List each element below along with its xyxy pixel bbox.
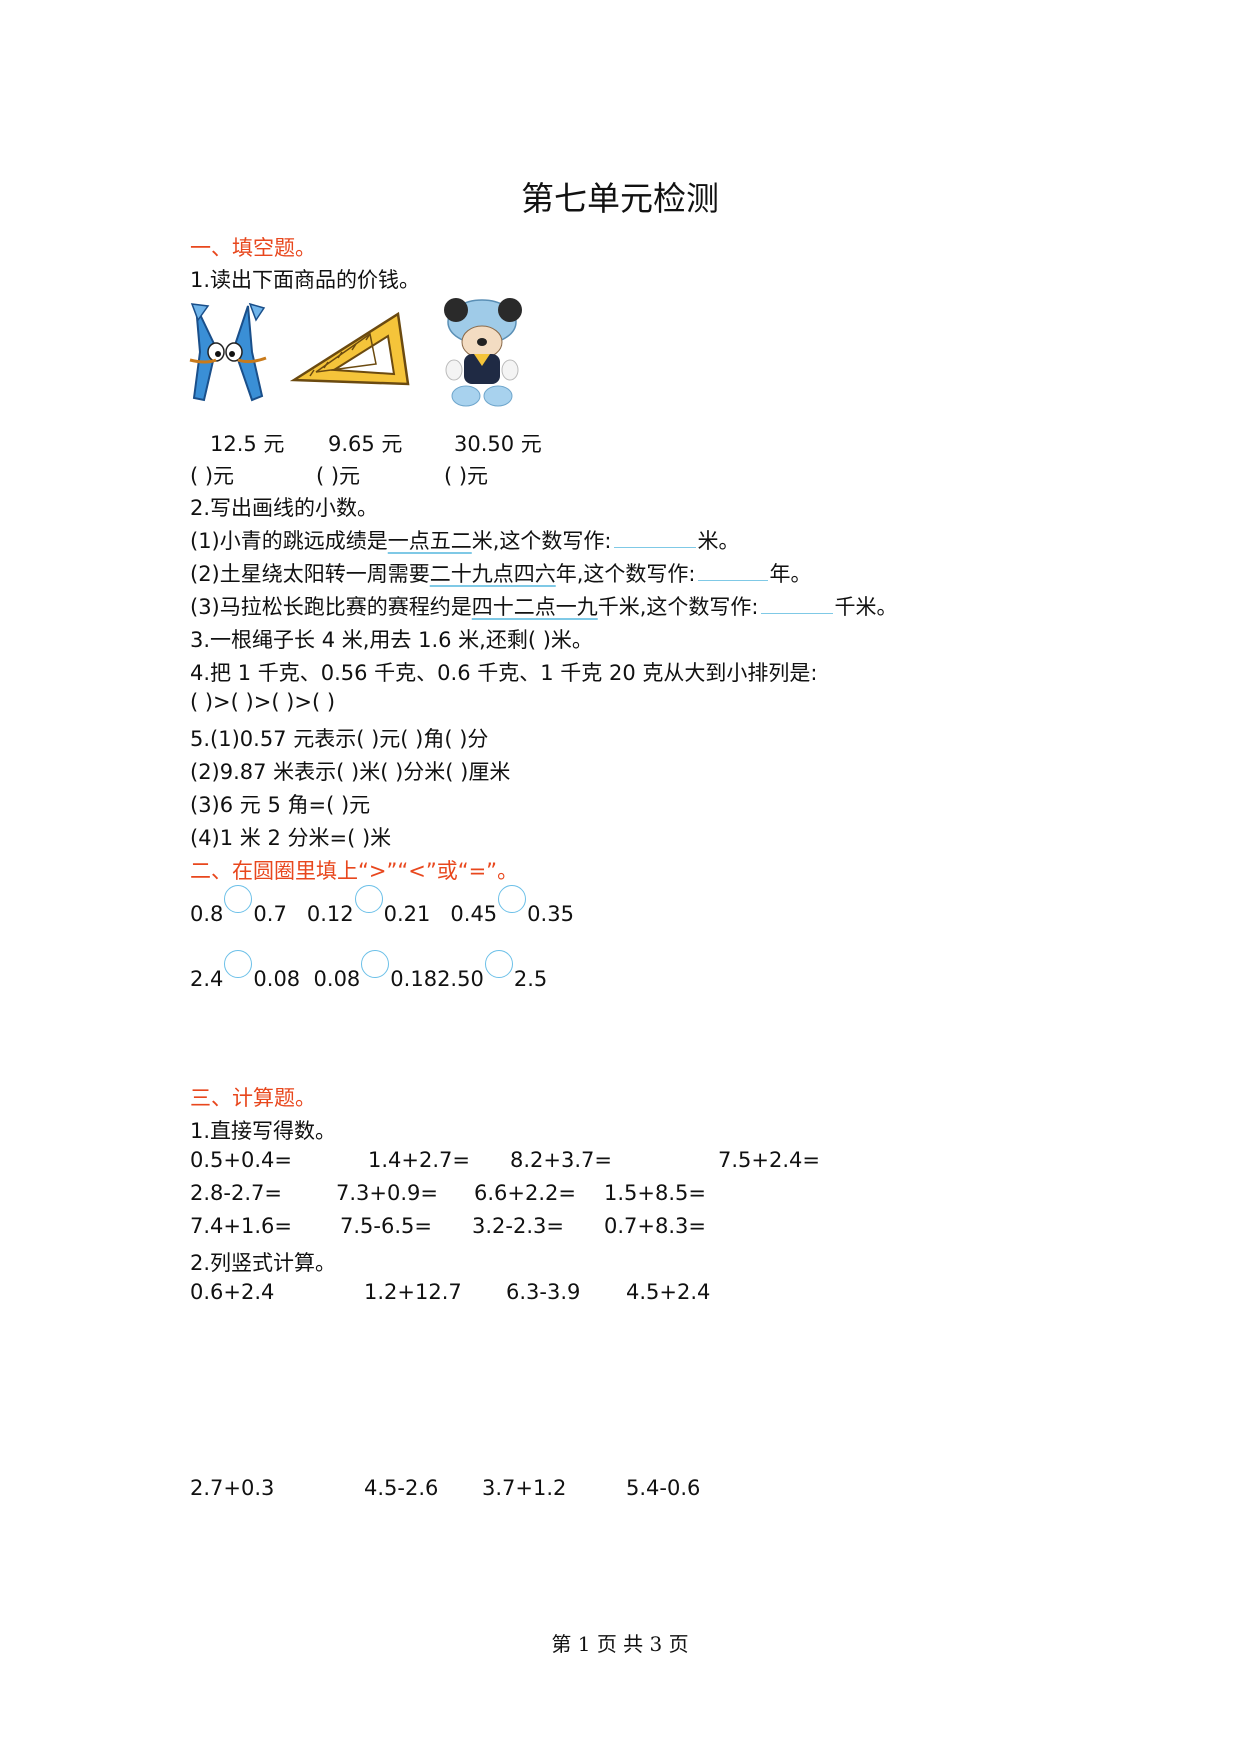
compare-circle[interactable] [354,885,383,913]
q2-item-3: (3)马拉松长跑比赛的赛程约是四十二点一九千米,这个数写作:千米。 [190,593,898,619]
vertical-calc-item: 5.4-0.6 [626,1476,701,1500]
calc-label-1: 1.直接写得数。 [190,1119,337,1143]
section-fill-blanks: 一、填空题。 [190,236,316,260]
calc-row: 2.8-2.7= 7.3+0.9= 6.6+2.2= 1.5+8.5= [0,1181,1240,1211]
vertical-calc-item: 3.7+1.2 [482,1476,567,1500]
vertical-calc-item: 4.5-2.6 [364,1476,439,1500]
calc-item: 2.8-2.7= [190,1181,282,1205]
vertical-calc-item: 4.5+2.4 [626,1280,711,1304]
calc-item: 1.5+8.5= [604,1181,706,1205]
pliers-cartoon-icon [189,302,267,402]
compare-circle[interactable] [361,950,390,978]
q4-line1: 4.把 1 千克、0.56 千克、0.6 千克、1 千克 20 克从大到小排列是… [190,661,818,685]
price-row: 12.5 元 9.65 元 30.50 元 [0,428,1240,458]
vertical-calc-item: 2.7+0.3 [190,1476,275,1500]
vertical-calc-item: 0.6+2.4 [190,1280,275,1304]
set-square-icon [290,311,410,386]
underlined-number: 四十二点一九 [471,595,598,619]
underlined-number: 一点五二 [387,529,472,553]
underlined-number: 二十九点四六 [429,562,556,586]
q3-line: 3.一根绳子长 4 米,用去 1.6 米,还剩( )米。 [190,628,593,652]
price-answer-row: ( )元 ( )元 ( )元 [0,460,1240,490]
answer-line[interactable] [697,560,768,581]
q4-line2: ( )>( )>( )>( ) [190,690,336,714]
q1-label: 1.读出下面商品的价钱。 [190,268,421,292]
calc-item: 1.4+2.7= [368,1148,470,1172]
section-compare: 二、在圆圈里填上“>”“<”或“=”。 [190,859,519,883]
q2-item-1: (1)小青的跳远成绩是一点五二米,这个数写作:米。 [190,527,740,553]
vertical-calc-item: 6.3-3.9 [506,1280,581,1304]
price-set-square: 9.65 元 [328,432,403,456]
price-pliers: 12.5 元 [210,432,285,456]
compare-circle[interactable] [484,950,513,978]
calc-item: 6.6+2.2= [474,1181,576,1205]
compare-circle[interactable] [224,885,253,913]
calc-item: 7.5-6.5= [340,1214,432,1238]
q5-line1: 5.(1)0.57 元表示( )元( )角( )分 [190,727,489,751]
vertical-calc-row: 2.7+0.3 4.5-2.6 3.7+1.2 5.4-0.6 [0,1476,1240,1506]
answer-line[interactable] [760,593,833,614]
calc-item: 7.5+2.4= [718,1148,820,1172]
q2-item-2: (2)土星绕太阳转一周需要二十九点四六年,这个数写作:年。 [190,560,812,586]
answer-blank[interactable]: ( )元 [316,464,361,488]
calc-row: 0.5+0.4= 1.4+2.7= 8.2+3.7= 7.5+2.4= [0,1148,1240,1178]
q5-line3: (3)6 元 5 角=( )元 [190,793,371,817]
answer-blank[interactable]: ( )元 [190,464,235,488]
answer-line[interactable] [613,527,696,548]
vertical-calc-row: 0.6+2.4 1.2+12.7 6.3-3.9 4.5+2.4 [0,1280,1240,1310]
vertical-calc-item: 1.2+12.7 [364,1280,462,1304]
page-footer: 第 1 页 共 3 页 [551,1632,689,1656]
plush-toy-icon [444,298,522,407]
compare-circle[interactable] [224,950,253,978]
calc-item: 7.4+1.6= [190,1214,292,1238]
q5-line4: (4)1 米 2 分米=( )米 [190,826,392,850]
calc-item: 0.7+8.3= [604,1214,706,1238]
calc-item: 7.3+0.9= [336,1181,438,1205]
price-toy: 30.50 元 [454,432,542,456]
calc-item: 0.5+0.4= [190,1148,292,1172]
calc-item: 8.2+3.7= [510,1148,612,1172]
q2-label: 2.写出画线的小数。 [190,496,379,520]
calc-label-2: 2.列竖式计算。 [190,1251,337,1275]
calc-row: 7.4+1.6= 7.5-6.5= 3.2-2.3= 0.7+8.3= [0,1214,1240,1244]
section-calc: 三、计算题。 [190,1086,316,1110]
q5-line2: (2)9.87 米表示( )米( )分米( )厘米 [190,760,511,784]
answer-blank[interactable]: ( )元 [444,464,489,488]
compare-circle[interactable] [498,885,527,913]
calc-item: 3.2-2.3= [472,1214,564,1238]
page-title: 第七单元检测 [521,179,719,218]
